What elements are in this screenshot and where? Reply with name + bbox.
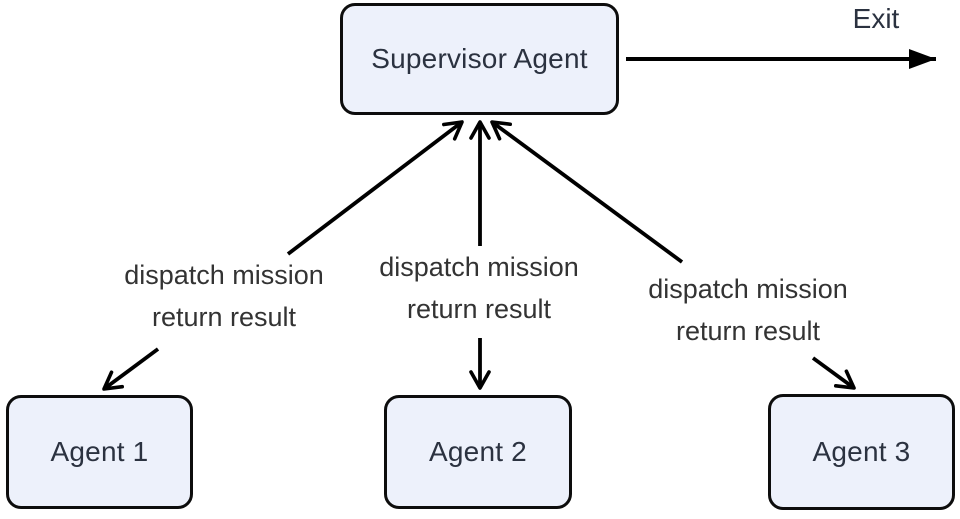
edge-supervisor-to-agent3-line [811, 356, 856, 390]
node-agent-2: Agent 2 [384, 395, 572, 509]
edge-agent1-to-supervisor-line [286, 120, 464, 256]
edge-label-agent2-line2: return result [406, 294, 552, 324]
node-agent-1: Agent 1 [6, 395, 193, 509]
node-supervisor-agent: Supervisor Agent [340, 3, 619, 115]
edge-label-agent1: dispatch mission return result [94, 254, 354, 338]
edge-label-agent3-line2: return result [675, 316, 821, 346]
edge-label-agent2-line1: dispatch mission [379, 252, 579, 282]
node-agent-3-label: Agent 3 [812, 436, 911, 467]
edge-supervisor-to-agent1-line [102, 347, 160, 391]
edge-label-agent3: dispatch mission return result [618, 268, 878, 352]
edge-agent3-to-supervisor-line [490, 120, 684, 264]
edge-label-agent1-line1: dispatch mission [124, 260, 324, 290]
node-agent-2-label: Agent 2 [429, 436, 527, 467]
node-agent-1-label: Agent 1 [50, 436, 149, 467]
edge-label-agent1-line2: return result [151, 302, 297, 332]
node-agent-3: Agent 3 [768, 394, 955, 510]
edge-label-agent2: dispatch mission return result [349, 246, 609, 330]
node-supervisor-agent-label: Supervisor Agent [371, 43, 588, 74]
edge-label-agent3-line1: dispatch mission [648, 274, 848, 304]
exit-edge-label: Exit [852, 3, 900, 34]
